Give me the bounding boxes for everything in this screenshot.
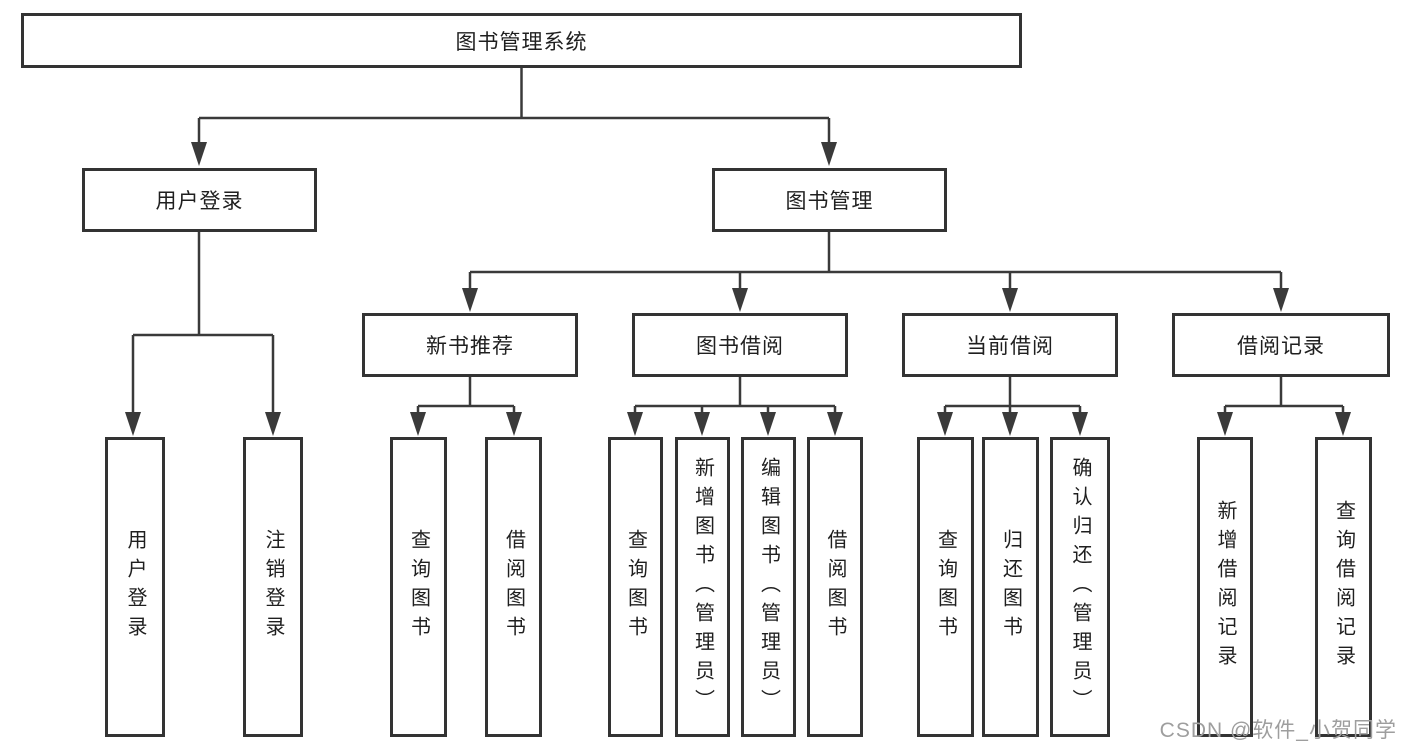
leaf-return-books: 归还图书 (982, 437, 1039, 737)
leaf-edit-books-admin: 编辑图书（管理员） (741, 437, 796, 737)
node-label: 查询图书 (407, 529, 430, 645)
node-label: 新增图书（管理员） (691, 456, 714, 718)
node-label: 图书管理 (785, 190, 874, 213)
leaf-confirm-return-admin: 确认归还（管理员） (1050, 437, 1110, 737)
node-label: 新书推荐 (426, 335, 514, 358)
node-label: 当前借阅 (966, 335, 1054, 358)
node-label: 用户登录 (124, 529, 146, 645)
leaf-query-books-borrowing: 查询图书 (608, 437, 663, 737)
node-book-borrowing: 图书借阅 (632, 313, 848, 377)
node-label: 查询借阅记录 (1332, 500, 1355, 674)
node-label: 借阅图书 (824, 529, 846, 645)
node-label: 查询图书 (934, 529, 957, 645)
node-current-borrowing: 当前借阅 (902, 313, 1118, 377)
node-label: 归还图书 (999, 529, 1022, 645)
csdn-watermark: CSDN @软件_小贺同学 (1159, 719, 1397, 742)
leaf-add-books-admin: 新增图书（管理员） (675, 437, 730, 737)
node-label: 编辑图书（管理员） (757, 456, 780, 718)
leaf-add-borrow-record: 新增借阅记录 (1197, 437, 1253, 737)
node-label: 借阅记录 (1237, 335, 1325, 358)
leaf-user-login: 用户登录 (105, 437, 165, 737)
leaf-query-borrow-record: 查询借阅记录 (1315, 437, 1372, 737)
node-new-book-recommendation: 新书推荐 (362, 313, 578, 377)
leaf-borrow-books: 借阅图书 (807, 437, 863, 737)
leaf-query-books-recommend: 查询图书 (390, 437, 447, 737)
node-label: 注销登录 (262, 529, 284, 645)
node-borrowing-records: 借阅记录 (1172, 313, 1390, 377)
node-label: 新增借阅记录 (1214, 500, 1236, 674)
leaf-logout: 注销登录 (243, 437, 303, 737)
node-label: 查询图书 (624, 529, 647, 645)
arrowheads (125, 142, 1351, 436)
node-label: 图书借阅 (696, 335, 784, 358)
node-label: 借阅图书 (502, 529, 525, 645)
node-book-management: 图书管理 (712, 168, 947, 232)
node-root-book-management-system: 图书管理系统 (21, 13, 1022, 68)
leaf-query-books-current: 查询图书 (917, 437, 974, 737)
node-user-login: 用户登录 (82, 168, 317, 232)
node-label: 确认归还（管理员） (1069, 456, 1091, 718)
node-label: 图书管理系统 (455, 30, 588, 54)
node-label: 用户登录 (155, 190, 244, 213)
leaf-borrow-books-recommend: 借阅图书 (485, 437, 542, 737)
